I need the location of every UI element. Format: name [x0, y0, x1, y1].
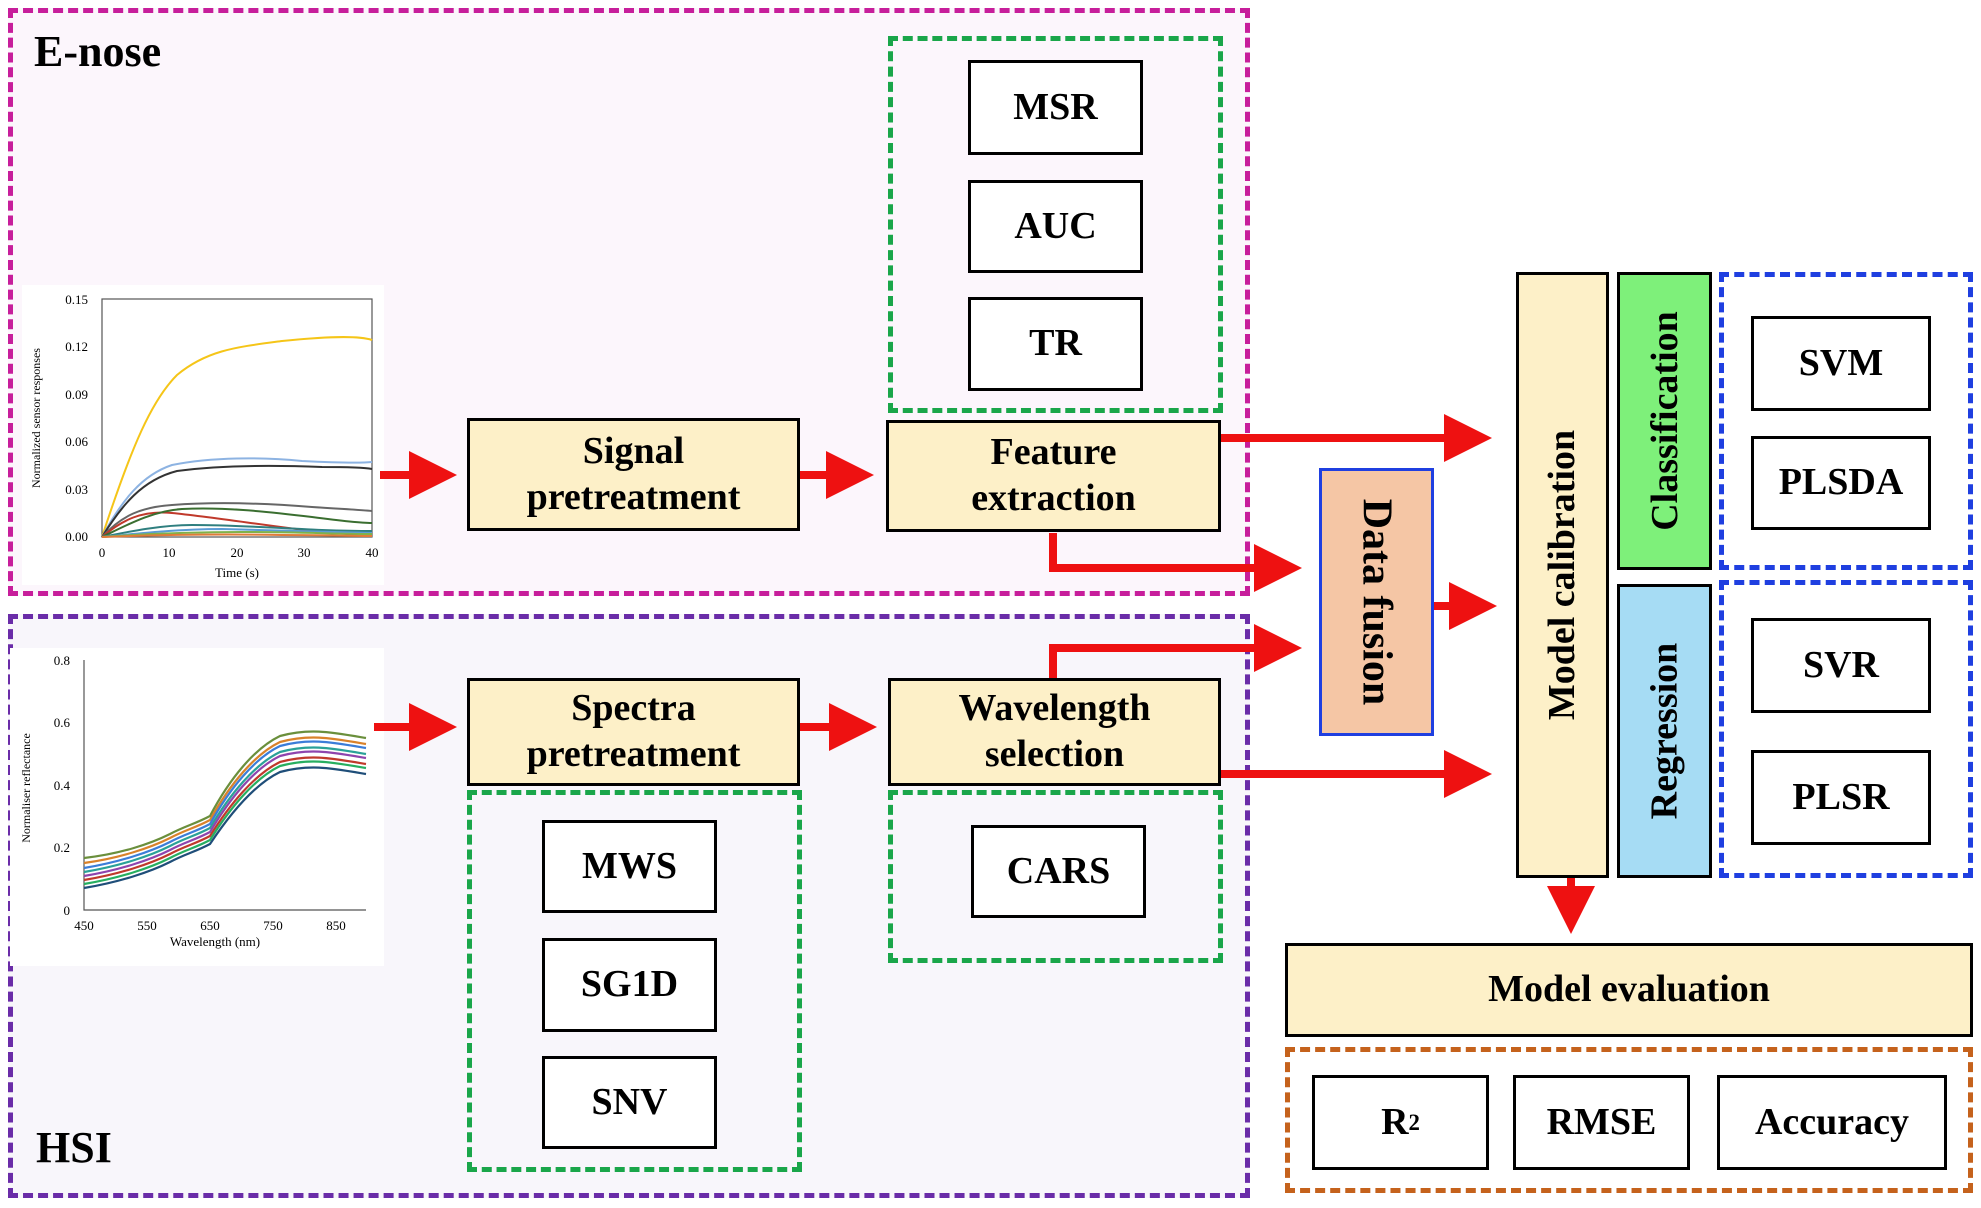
hsi-plot: 0.8 0.6 0.4 0.2 0 450 550 650 750 850 Wa…: [10, 648, 384, 966]
model-plsda: PLSDA: [1751, 436, 1931, 530]
spectra-pretreatment-box: Spectra pretreatment: [467, 678, 800, 786]
selection-methods-group: [888, 790, 1223, 963]
hsi-y-ticks: 0.8 0.6 0.4 0.2 0: [54, 653, 71, 918]
metric-r2-label: R: [1381, 1100, 1409, 1143]
data-fusion-label: Data fusion: [1353, 498, 1400, 706]
model-calibration-label: Model calibration: [1541, 429, 1584, 721]
metrics-group: [1285, 1047, 1973, 1193]
hsi-x-ticks: 450 550 650 750 850: [74, 918, 346, 933]
hsi-ytick: 0.2: [54, 840, 70, 855]
enose-y-ticks: 0.15 0.12 0.09 0.06 0.03 0.00: [65, 292, 88, 544]
enose-xtick: 40: [366, 545, 379, 560]
enose-xtick: 10: [163, 545, 176, 560]
hsi-ytick: 0: [64, 903, 71, 918]
method-cars: CARS: [971, 825, 1146, 918]
hsi-xtick: 650: [200, 918, 220, 933]
method-snv: SNV: [542, 1056, 717, 1149]
metric-accuracy: Accuracy: [1717, 1075, 1947, 1170]
model-svm: SVM: [1751, 316, 1931, 411]
hsi-spectrum: [83, 750, 367, 878]
hsi-spectrum: [83, 760, 367, 886]
feature-extraction-box: Feature extraction: [886, 420, 1221, 532]
hsi-plot-svg: 0.8 0.6 0.4 0.2 0 450 550 650 750 850 Wa…: [19, 653, 367, 949]
hsi-ytick: 0.4: [54, 778, 71, 793]
enose-curve: [101, 527, 373, 538]
hsi-xtick: 850: [326, 918, 346, 933]
enose-label: E-nose: [34, 27, 162, 76]
enose-curve: [101, 523, 373, 538]
feature-methods-group: [888, 36, 1223, 413]
classification-label: Classification: [1643, 311, 1686, 531]
method-sg1d: SG1D: [542, 938, 717, 1032]
pretreatment-methods-group: [467, 790, 802, 1172]
hsi-spectrum: [83, 740, 367, 870]
classification-box: Classification: [1617, 272, 1712, 570]
enose-curves: [101, 336, 373, 538]
hsi-label: HSI: [36, 1123, 112, 1172]
enose-x-ticks: 0 10 20 30 40: [99, 545, 379, 560]
enose-curve: [101, 457, 373, 538]
enose-ytick: 0.03: [65, 482, 88, 497]
enose-ylabel: Normalized sensor responses: [29, 348, 43, 488]
enose-xtick: 0: [99, 545, 106, 560]
classification-models-group: [1719, 272, 1973, 570]
data-fusion-box: Data fusion: [1319, 468, 1434, 736]
method-auc: AUC: [968, 180, 1143, 273]
enose-xtick: 20: [231, 545, 244, 560]
enose-xlabel: Time (s): [215, 565, 259, 580]
hsi-ytick: 0.8: [54, 653, 70, 668]
signal-pretreatment-box: Signal pretreatment: [467, 418, 800, 531]
method-msr: MSR: [968, 60, 1143, 155]
enose-curve: [101, 507, 373, 538]
hsi-spectrum: [83, 756, 367, 882]
enose-ytick: 0.15: [65, 292, 88, 307]
hsi-spectra: [83, 730, 367, 890]
hsi-xtick: 550: [137, 918, 157, 933]
metric-r2-superscript: 2: [1408, 1109, 1420, 1135]
method-tr: TR: [968, 297, 1143, 391]
enose-curve: [101, 464, 373, 538]
enose-curve: [101, 533, 373, 538]
enose-ytick: 0.06: [65, 434, 88, 449]
enose-ytick: 0.09: [65, 387, 88, 402]
regression-box: Regression: [1617, 584, 1712, 878]
hsi-ylabel: Normaliser reflectance: [19, 733, 33, 843]
hsi-spectrum: [83, 736, 367, 865]
regression-label: Regression: [1643, 642, 1686, 820]
wavelength-selection-box: Wavelength selection: [888, 678, 1221, 786]
hsi-spectrum: [83, 766, 367, 890]
model-svr: SVR: [1751, 618, 1931, 713]
hsi-ytick: 0.6: [54, 715, 71, 730]
metric-rmse: RMSE: [1513, 1075, 1690, 1170]
arrow-feature-to-fusion: [1049, 533, 1302, 592]
enose-plot-svg: 0.15 0.12 0.09 0.06 0.03 0.00 0 10 20 30…: [29, 292, 379, 580]
enose-curve: [101, 502, 373, 538]
model-evaluation-box: Model evaluation: [1285, 943, 1973, 1037]
method-mws: MWS: [542, 820, 717, 913]
enose-curve: [101, 530, 373, 538]
enose-plot: 0.15 0.12 0.09 0.06 0.03 0.00 0 10 20 30…: [22, 285, 384, 585]
hsi-spectrum: [83, 746, 367, 874]
hsi-xtick: 450: [74, 918, 94, 933]
hsi-spectrum: [83, 730, 367, 860]
hsi-xtick: 750: [263, 918, 283, 933]
enose-ytick: 0.12: [65, 339, 88, 354]
model-plsr: PLSR: [1751, 750, 1931, 845]
arrow-wavelength-to-fusion: [1049, 624, 1302, 678]
hsi-xlabel: Wavelength (nm): [170, 934, 260, 949]
enose-ytick: 0.00: [65, 529, 88, 544]
enose-curve: [101, 336, 373, 538]
model-calibration-box: Model calibration: [1516, 272, 1609, 878]
regression-models-group: [1719, 580, 1973, 878]
enose-xtick: 30: [298, 545, 311, 560]
